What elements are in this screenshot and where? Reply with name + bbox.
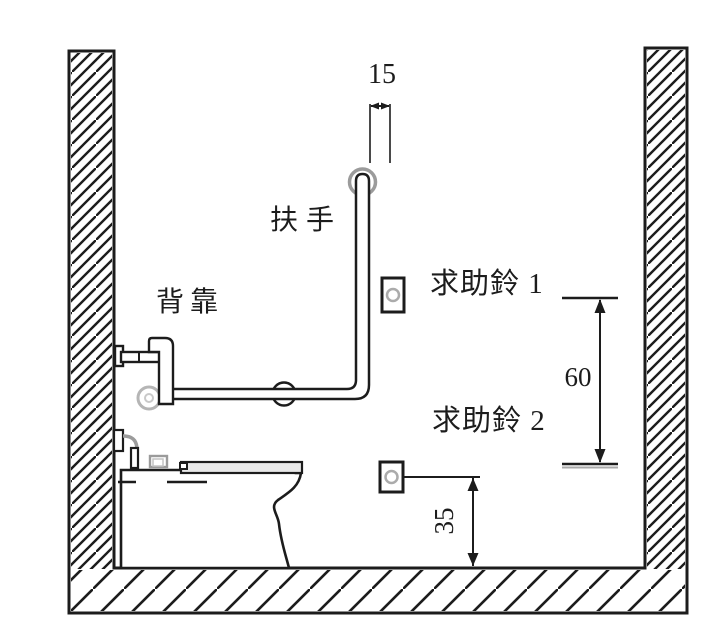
call-bell-1-button xyxy=(385,287,401,303)
dimension-35 xyxy=(404,476,480,566)
seat-bumper xyxy=(179,462,188,470)
dim15-arrow-right xyxy=(381,102,390,110)
seat-hinge-inner xyxy=(152,458,164,467)
left-wall-hatch xyxy=(71,53,112,569)
handrail-label: 扶手 xyxy=(270,205,343,236)
backrest-label: 背靠 xyxy=(156,287,225,318)
dim60-arrow-up xyxy=(594,299,606,313)
dim35-arrow-up xyxy=(467,478,479,491)
floor-hatch xyxy=(71,570,685,611)
rail-end-mount-hub xyxy=(144,393,154,403)
toilet-body xyxy=(119,468,303,570)
call-bell-1-label: 求助鈴 1 xyxy=(430,268,544,300)
dimension-15 xyxy=(369,102,391,163)
backrest xyxy=(113,336,175,406)
rail-end-mount xyxy=(136,385,162,411)
dimension-60-value: 60 xyxy=(564,362,592,392)
l-shaped-rail xyxy=(169,172,371,401)
dim60-arrow-down xyxy=(594,449,606,463)
dimension-15-value: 15 xyxy=(368,59,396,90)
dimension-35-value: 35 xyxy=(429,507,459,535)
backrest-post xyxy=(147,336,175,406)
dimension-60 xyxy=(562,296,618,469)
dim15-arrow-left xyxy=(370,102,379,110)
call-bell-2-button xyxy=(384,469,399,485)
dim35-arrow-down xyxy=(467,553,479,566)
toilet-seat xyxy=(179,460,304,475)
flush-pipe xyxy=(129,446,140,470)
call-bell-2-label: 求助鈴 2 xyxy=(432,405,546,437)
room-outline xyxy=(67,46,689,615)
room-structure xyxy=(67,46,689,615)
toilet xyxy=(112,428,304,570)
right-wall-hatch xyxy=(647,50,685,569)
flush-valve-plate xyxy=(112,428,125,453)
call-bells xyxy=(378,276,406,494)
